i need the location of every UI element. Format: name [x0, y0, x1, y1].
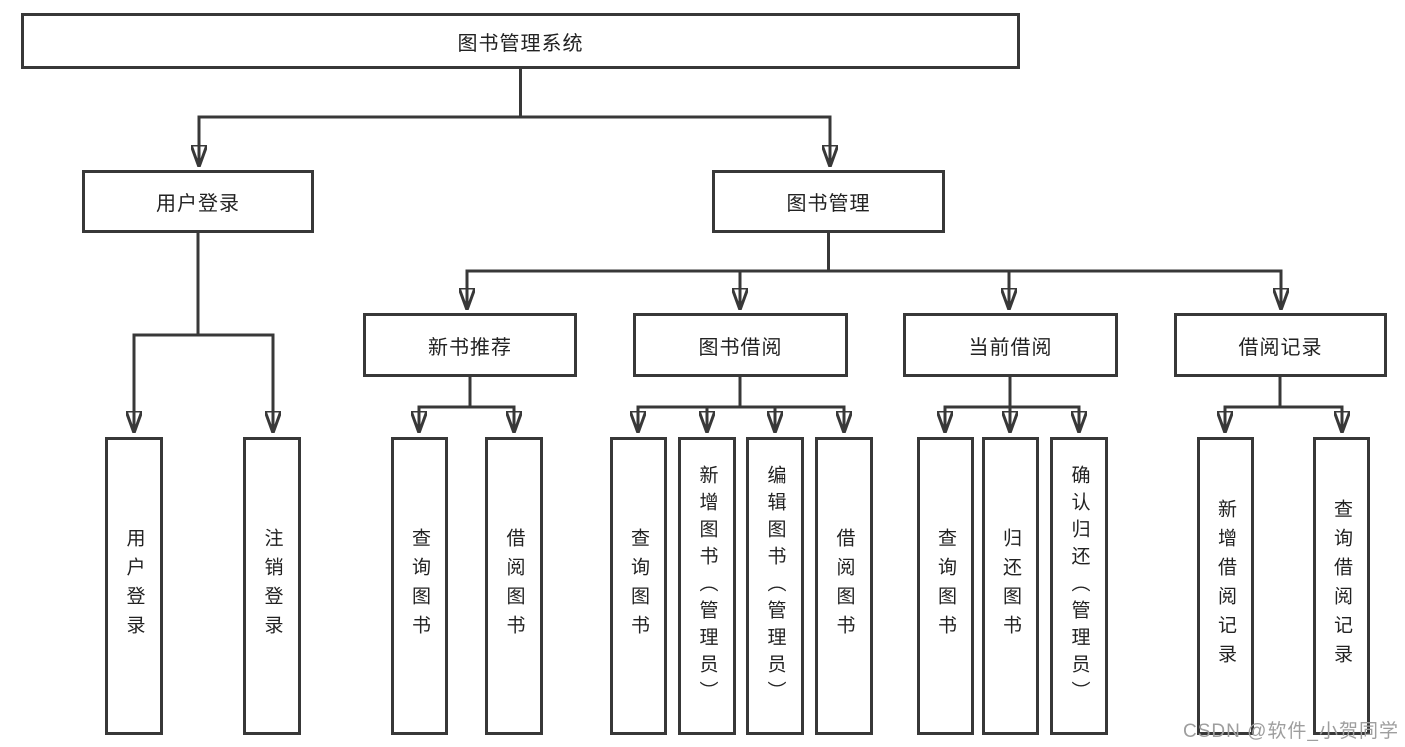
- node-book-management: 图书管理: [712, 170, 945, 233]
- node-cb-confirm-return: 确认归还（管理员）: [1050, 437, 1108, 735]
- node-cb-query-book: 查询图书: [917, 437, 974, 735]
- node-bb-edit-book: 编辑图书（管理员）: [746, 437, 804, 735]
- node-nbr-query-book: 查询图书: [391, 437, 448, 735]
- node-br-add-record: 新增借阅记录: [1197, 437, 1254, 735]
- node-root: 图书管理系统: [21, 13, 1020, 69]
- watermark: CSDN @软件_小贺同学: [1183, 721, 1399, 742]
- node-user-login: 用户登录: [82, 170, 314, 233]
- node-current-borrow: 当前借阅: [903, 313, 1118, 377]
- node-borrow-record: 借阅记录: [1174, 313, 1387, 377]
- node-book-borrow: 图书借阅: [633, 313, 848, 377]
- node-login: 用户登录: [105, 437, 163, 735]
- node-br-query-record: 查询借阅记录: [1313, 437, 1370, 735]
- node-bb-borrow-book: 借阅图书: [815, 437, 873, 735]
- node-bb-add-book: 新增图书（管理员）: [678, 437, 736, 735]
- node-cb-return-book: 归还图书: [982, 437, 1039, 735]
- node-bb-query-book: 查询图书: [610, 437, 667, 735]
- node-new-book-recommend: 新书推荐: [363, 313, 577, 377]
- node-logout: 注销登录: [243, 437, 301, 735]
- node-nbr-borrow-book: 借阅图书: [485, 437, 543, 735]
